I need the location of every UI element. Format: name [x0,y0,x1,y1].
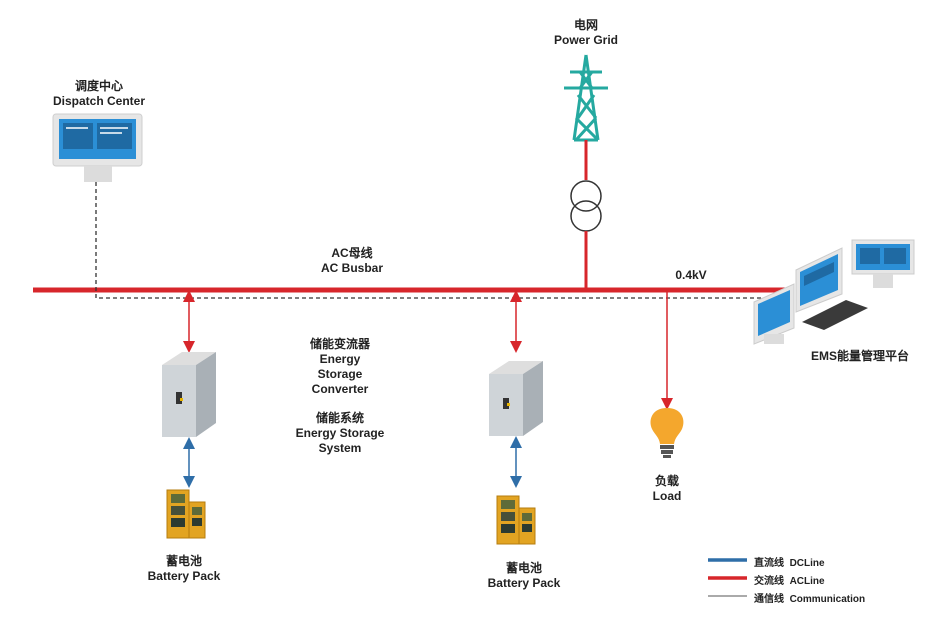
legend-dc-label: 直流线 DCLine [754,554,825,569]
power-grid-tower-icon [564,54,608,142]
load-en: Load [652,489,682,503]
legend-ac-en: ACLine [789,576,825,587]
battery-1-cn: 蓄电池 [165,554,202,568]
power-grid-label: 电网 Power Grid [536,18,636,48]
dispatch-center-cn: 调度中心 [74,79,123,93]
load-bulb-icon [650,408,684,458]
ess2-converter-cabinet-icon [489,361,543,436]
battery-pack-2-label: 蓄电池 Battery Pack [474,561,574,591]
battery-2-en: Battery Pack [487,576,561,590]
legend-ac-cn: 交流线 [754,576,784,587]
ess-label: 储能系统 Energy Storage System [285,411,395,456]
legend-comm-cn: 通信线 [754,594,784,605]
legend-comm-label: 通信线 Communication [754,590,865,605]
ac-busbar-cn: AC母线 [331,246,373,260]
transformer-icon [570,180,602,232]
converter-en-3: Converter [311,382,369,396]
ac-busbar-en: AC Busbar [320,261,383,275]
load-cn: 负载 [654,474,679,488]
converter-en-2: Storage [317,367,363,381]
battery-pack-1-icon [166,489,206,539]
converter-cn: 储能变流器 [309,337,370,351]
battery-pack-1-label: 蓄电池 Battery Pack [134,554,234,584]
legend-dc-en: DCLine [789,558,825,569]
ess-en-1: Energy Storage [295,426,385,440]
ac-busbar-label: AC母线 AC Busbar [302,246,402,276]
legend-dc-cn: 直流线 [754,558,784,569]
communication-line [95,182,772,299]
power-grid-en: Power Grid [553,33,618,47]
load-label: 负载 Load [632,474,702,504]
battery-pack-2-icon [496,495,536,545]
legend-ac-label: 交流线 ACLine [754,572,825,587]
battery-1-en: Battery Pack [147,569,221,583]
ems-platform-label: EMS能量管理平台 [810,349,909,363]
ess-cn: 储能系统 [315,411,364,425]
ems-workstation-icon [753,239,915,345]
legend-comm-en: Communication [789,594,866,605]
dispatch-center-en: Dispatch Center [52,94,146,108]
converter-label: 储能变流器 Energy Storage Converter [285,337,395,397]
ess-en-2: System [318,441,362,455]
power-grid-cn: 电网 [573,18,598,32]
voltage-label: 0.4kV [675,268,707,282]
dispatch-center-label: 调度中心 Dispatch Center [44,79,154,109]
battery-2-cn: 蓄电池 [505,561,542,575]
dispatch-monitor-icon [52,113,143,182]
converter-en-1: Energy [319,352,361,366]
ess1-converter-cabinet-icon [162,352,216,437]
